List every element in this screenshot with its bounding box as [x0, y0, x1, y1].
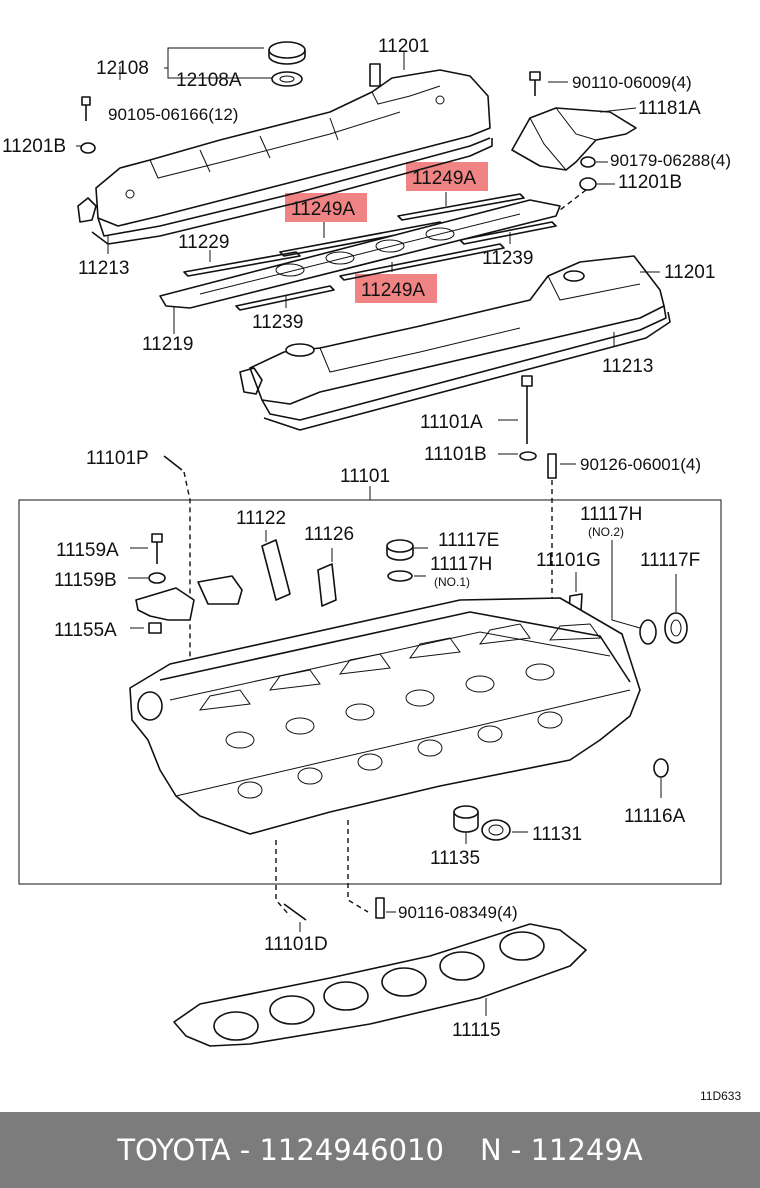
stud-11101d [283, 903, 307, 921]
label-11201b-left: 11201B [2, 136, 66, 157]
highlight-11249a-1 [406, 162, 488, 191]
label-11101b: 11101B [424, 444, 487, 465]
label-11101d: 11101D [264, 934, 328, 955]
label-no2: (NO.2) [588, 525, 624, 539]
plug-11117f-drawing [664, 612, 688, 644]
label-11213-right: 11213 [602, 356, 653, 377]
label-11117e: 11117E [438, 530, 499, 551]
washer-90179 [580, 156, 596, 168]
insulator-11181a-drawing [511, 107, 637, 171]
footer-reference: N - 11249A [479, 1133, 643, 1167]
label-no1: (NO.1) [434, 575, 470, 589]
label-11229: 11229 [178, 232, 229, 253]
label-11239-right: 11239 [482, 248, 533, 269]
washer-11101b [519, 451, 537, 461]
label-11219: 11219 [142, 334, 193, 355]
cylinder-head-drawing [129, 597, 641, 835]
label-11116a: 11116A [624, 806, 686, 827]
label-11117h-no1: 11117H [430, 554, 492, 575]
label-11249a-2[interactable]: 11249A [291, 199, 355, 220]
seal-11117h-no2 [639, 619, 657, 645]
label-11117h-no2: 11117H [580, 504, 642, 525]
label-90116: 90116-08349(4) [398, 903, 518, 922]
bolt-90110-drawing [529, 71, 541, 96]
grommet-11201b-left [80, 142, 96, 154]
label-11239-left: 11239 [252, 312, 303, 333]
label-90110: 90110-06009(4) [572, 73, 692, 92]
label-12108a: 12108A [176, 70, 242, 91]
diagram-code: 11D633 [700, 1089, 741, 1103]
pin-90116 [375, 897, 385, 919]
label-11131: 11131 [532, 824, 582, 845]
label-11213-left: 11213 [78, 258, 129, 279]
parts-diagram: 12108 12108A 11201 90110-06009(4) 90105-… [2, 36, 741, 1103]
valve-cover-right-drawing [239, 255, 667, 421]
label-11249a-3[interactable]: 11249A [361, 280, 425, 301]
label-11249a-1[interactable]: 11249A [412, 168, 476, 189]
head-gasket-11115-drawing [173, 923, 587, 1047]
stud-11101p [163, 455, 183, 471]
label-11155a: 11155A [54, 620, 117, 641]
cam-cap-drawing [135, 575, 243, 621]
label-11101: 11101 [340, 466, 390, 487]
label-11101g: 11101G [536, 550, 601, 571]
seal-11135-drawing [453, 805, 479, 833]
label-11159a: 11159A [56, 540, 119, 561]
valve-cover-left-drawing [77, 63, 491, 237]
stud-11101a-drawing [521, 375, 533, 444]
footer-brand-part: TOYOTA - 1124946010 [117, 1133, 444, 1167]
plug-11116a [653, 758, 669, 778]
label-90105: 90105-06166(12) [108, 105, 238, 124]
highlight-11249a-2 [285, 193, 367, 222]
highlight-11249a-3 [355, 274, 437, 303]
label-11126: 11126 [304, 524, 354, 545]
label-11117f: 11117F [640, 550, 700, 571]
footer-bar: TOYOTA - 1124946010 N - 11249A [0, 1112, 760, 1188]
bolt-11159a-drawing [151, 533, 163, 564]
seal-11117h-no1 [387, 570, 413, 582]
valve-guide-11122-drawing [261, 539, 291, 601]
valve-cover-gasket-right [263, 311, 671, 431]
label-11101p: 11101P [86, 448, 149, 469]
label-11115: 11115 [452, 1020, 501, 1041]
plug-11126-drawing [317, 563, 337, 607]
pin-90126-drawing [547, 453, 557, 479]
grommet-11201b-right [579, 177, 597, 191]
label-12108: 12108 [96, 58, 149, 79]
label-11201b-right: 11201B [618, 172, 682, 193]
washer-11159b [148, 572, 166, 584]
label-11201-right: 11201 [664, 262, 715, 283]
label-11159b: 11159B [54, 570, 117, 591]
label-11122: 11122 [236, 508, 286, 529]
label-11201-top: 11201 [378, 36, 429, 57]
plug-11117e-drawing [386, 539, 414, 561]
gasket-plate-11219 [159, 199, 561, 309]
seal-11131-drawing [481, 819, 511, 841]
label-11101a: 11101A [420, 412, 483, 433]
label-90126: 90126-06001(4) [580, 455, 701, 474]
label-90179: 90179-06288(4) [610, 151, 731, 170]
oil-filler-cap-drawing [268, 41, 306, 87]
label-11135: 11135 [430, 848, 480, 869]
bolt-90105-drawing [81, 96, 91, 121]
label-11181a: 11181A [638, 98, 701, 119]
dowel-11155a [148, 622, 162, 634]
